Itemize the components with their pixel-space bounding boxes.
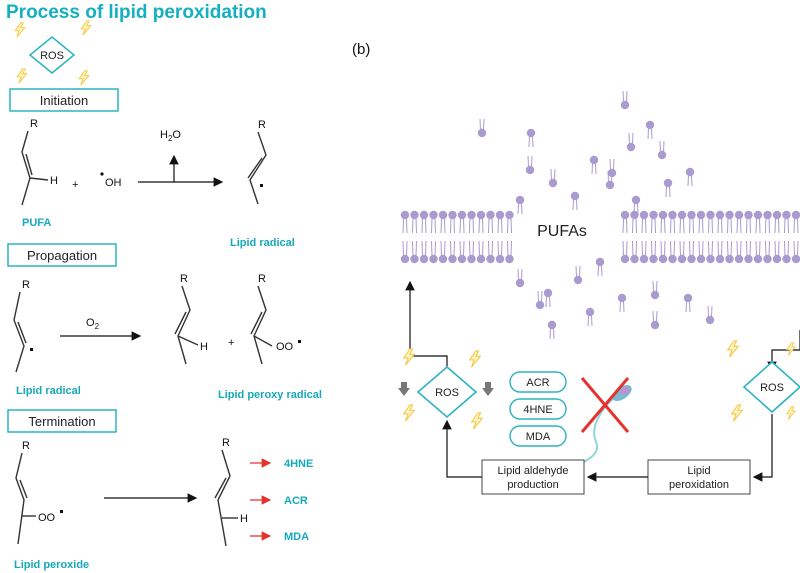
lipid-peroxide-label: Lipid peroxide	[14, 559, 89, 571]
pill-mda: MDA	[509, 425, 567, 447]
lightning-icon	[727, 340, 739, 358]
ros-diamond-right: ROS	[742, 360, 800, 414]
product-4hne: 4HNE	[284, 458, 313, 470]
svg-text:Lipid aldehyde: Lipid aldehyde	[498, 465, 569, 477]
lightning-icon	[16, 68, 28, 84]
lipid-radical-label-a: Lipid radical	[230, 237, 295, 249]
hydroxyl-radical: OH	[105, 177, 122, 189]
lipid-peroxidation-box: Lipid peroxidation	[647, 459, 751, 495]
svg-text:4HNE: 4HNE	[523, 404, 552, 416]
cycle-arrow-right	[767, 330, 800, 372]
lightning-icon	[786, 406, 796, 420]
svg-text:ROS: ROS	[760, 382, 784, 394]
termination-label: Termination	[28, 414, 95, 429]
propagation-product-2: R OO	[250, 273, 301, 365]
ros-diamond-a: ROS	[28, 36, 76, 74]
lightning-icon	[786, 342, 796, 356]
lightning-icon	[14, 22, 26, 38]
arrow-to-ros-left	[442, 419, 482, 478]
svg-text:H: H	[240, 513, 248, 525]
product-mda: MDA	[284, 531, 309, 543]
svg-text:OO: OO	[38, 512, 56, 524]
svg-text:R: R	[22, 440, 30, 452]
lightning-icon	[78, 70, 90, 86]
lipid-peroxide-molecule: R OO	[15, 440, 63, 545]
svg-text:+: +	[72, 179, 78, 191]
panel-a-title: Process of lipid peroxidation	[6, 2, 267, 23]
svg-text:R: R	[180, 273, 188, 285]
pufas-label: PUFAs	[537, 223, 587, 240]
svg-text:Lipid: Lipid	[687, 465, 710, 477]
arrow-to-peroxidation	[752, 414, 773, 482]
lightning-icon	[403, 348, 415, 366]
svg-text:+: +	[228, 337, 234, 349]
sperm-icon	[569, 385, 632, 471]
panel-b-label: (b)	[352, 41, 370, 58]
initiation-label: Initiation	[40, 93, 88, 108]
svg-text:R: R	[258, 273, 266, 285]
lightning-icon	[731, 404, 743, 422]
svg-text:R: R	[22, 279, 30, 291]
ros-label-a: ROS	[40, 50, 64, 62]
lipid-peroxy-radical-label: Lipid peroxy radical	[218, 389, 322, 401]
initiation-box: Initiation	[9, 88, 119, 112]
lipid-aldehyde-production-box: Lipid aldehyde production	[481, 459, 585, 495]
propagation-box: Propagation	[7, 243, 117, 267]
water-label: H2O	[160, 129, 181, 143]
red-cross-icon	[580, 377, 630, 433]
pufa-molecule: R H	[21, 118, 58, 206]
svg-text:peroxidation: peroxidation	[669, 479, 729, 491]
svg-text:MDA: MDA	[526, 431, 551, 443]
svg-text:H: H	[200, 341, 208, 353]
propagation-product-1: R H	[174, 273, 208, 365]
pill-acr: ACR	[509, 371, 567, 393]
svg-text:production: production	[507, 479, 558, 491]
svg-text:OO: OO	[276, 341, 294, 353]
lipid-radical-label-b: Lipid radical	[16, 385, 81, 397]
lightning-icon	[471, 412, 483, 430]
released-lipids	[477, 90, 715, 340]
pufa-label: PUFA	[22, 217, 51, 229]
lipid-bilayer	[400, 210, 800, 264]
oxygen-label: O2	[86, 317, 100, 331]
lightning-icon	[469, 350, 481, 368]
product-acr: ACR	[284, 495, 308, 507]
svg-text:ACR: ACR	[526, 377, 549, 389]
svg-text:R: R	[30, 118, 38, 130]
termination-product: R H	[214, 437, 248, 547]
svg-text:ROS: ROS	[435, 387, 459, 399]
ros-diamond-left: ROS	[416, 365, 478, 419]
lightning-icon	[403, 404, 415, 422]
lipid-radical-reactant: R	[13, 279, 33, 373]
increase-arrow-icon	[398, 382, 410, 396]
pill-4hne: 4HNE	[509, 398, 567, 420]
termination-box: Termination	[7, 409, 117, 433]
svg-text:R: R	[222, 437, 230, 449]
svg-text:R: R	[258, 119, 266, 131]
svg-text:H: H	[50, 175, 58, 187]
propagation-label: Propagation	[27, 248, 97, 263]
lipid-radical-molecule: R	[247, 119, 267, 205]
increase-arrow-icon	[482, 382, 494, 396]
